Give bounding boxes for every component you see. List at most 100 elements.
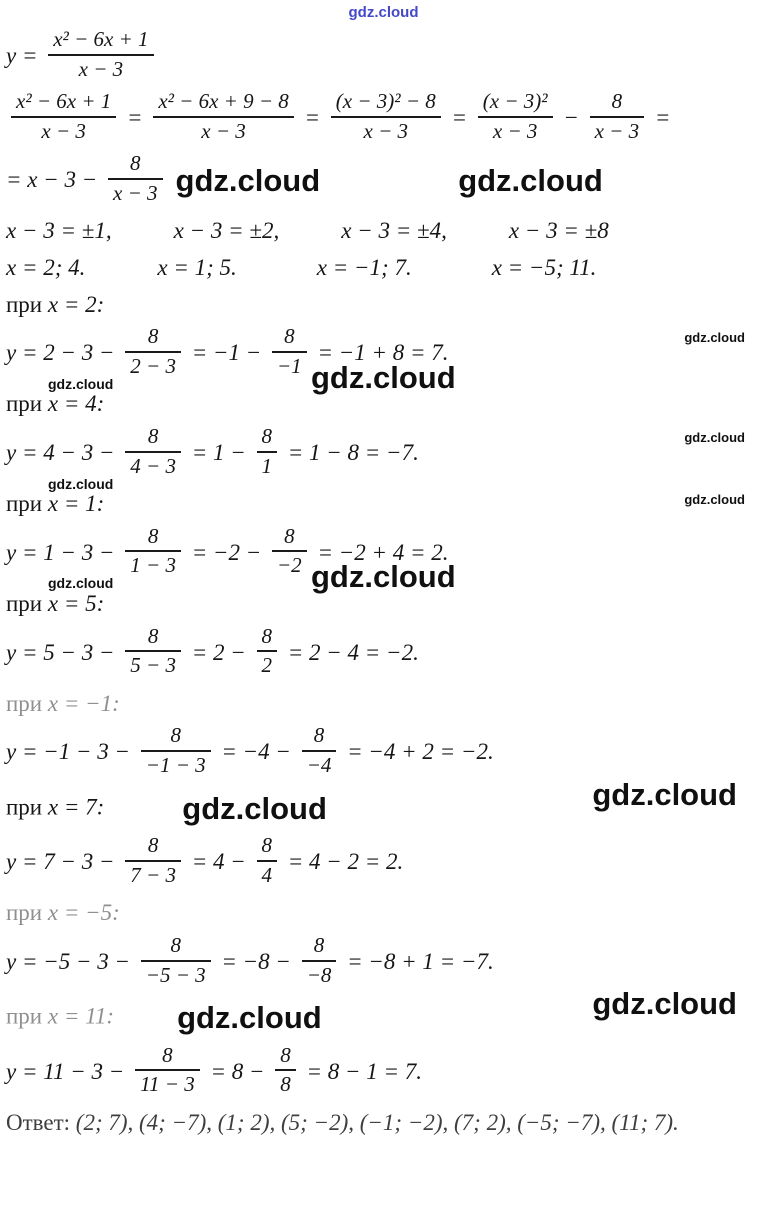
watermark: gdz.cloud [48, 475, 114, 492]
fraction-numerator: 8 [140, 724, 211, 752]
watermark: gdz.cloud [592, 986, 737, 1022]
label-text: при [6, 391, 48, 417]
fraction-denominator: −2 [277, 553, 302, 578]
math-text: = 2 − 4 = −2. [282, 639, 419, 665]
fraction-denominator: x − 3 [78, 56, 124, 81]
math-text: x − 3 = ±4, [341, 218, 447, 244]
math-text: = x − 3 − [6, 166, 104, 192]
fraction: 8−4 [301, 724, 337, 777]
fraction-denominator: −1 − 3 [145, 752, 206, 777]
fraction-denominator: 11 − 3 [140, 1072, 195, 1097]
math-text: x − 3 = ±1, [6, 218, 112, 244]
fraction-numerator: 8 [125, 425, 181, 453]
spacer [237, 274, 317, 275]
watermark: gdz.cloud [458, 163, 603, 199]
math-text: x − 3 = ±2, [173, 218, 280, 244]
fraction: 8−1 − 3 [140, 724, 211, 777]
spacer [279, 237, 341, 238]
math-text: = 4 − [185, 849, 252, 875]
watermark: gdz.cloud [311, 559, 456, 595]
math-text: x = 11: [47, 1003, 115, 1029]
fraction-numerator: x² − 6x + 1 [11, 89, 117, 118]
fraction-numerator: 8 [256, 425, 277, 453]
spacer [104, 813, 174, 814]
fraction-denominator: x − 3 [492, 118, 538, 143]
label-text: при [6, 590, 48, 616]
fraction: 8−1 [272, 325, 307, 378]
fraction-denominator: 7 − 3 [130, 862, 176, 887]
fraction-denominator: x − 3 [363, 118, 409, 143]
math-text: x = 2; 4. [6, 254, 86, 280]
fraction-numerator: 8 [125, 624, 181, 653]
math-text: x − 3 = ±8 [508, 218, 609, 244]
math-text: x = 5: [47, 590, 105, 616]
fraction-numerator: 8 [140, 933, 211, 962]
fraction-denominator: −1 [277, 353, 302, 378]
fraction-numerator: 8 [301, 724, 337, 752]
fraction-numerator: 8 [125, 325, 181, 353]
math-text: y = 7 − 3 − [6, 849, 121, 875]
math-text: x = −1: [47, 690, 120, 716]
spacer [447, 237, 509, 238]
math-text: = [649, 104, 671, 130]
watermark: gdz.cloud [48, 575, 114, 592]
watermark: gdz.cloud [311, 359, 456, 395]
math-text: x = −5: [47, 900, 120, 926]
fraction-numerator: 8 [125, 834, 181, 862]
fraction-denominator: 2 [261, 653, 273, 678]
math-text: = 1 − [185, 439, 252, 465]
math-text: = −2 − [185, 539, 268, 565]
math-line: y = −5 − 3 − 8−5 − 3 = −8 − 8−8 = −8 + 1… [6, 933, 761, 990]
math-text: x = 2: [47, 291, 105, 317]
fraction-numerator: 8 [301, 933, 337, 962]
fraction-numerator: 8 [272, 524, 307, 553]
math-text: y = 4 − 3 − [6, 439, 121, 465]
header-watermark: gdz.cloud [348, 4, 419, 21]
fraction-denominator: −5 − 3 [145, 962, 206, 987]
math-text: = 2 − [185, 639, 252, 665]
fraction-denominator: 1 − 3 [130, 553, 176, 578]
label-text: при [6, 794, 48, 820]
math-text: = −1 + 8 = 7. [311, 340, 449, 366]
spacer [412, 274, 492, 275]
text-line: при x = 4: [6, 390, 761, 419]
fraction-numerator: 8 [256, 834, 277, 862]
fraction: 8−5 − 3 [140, 933, 211, 987]
math-text: x = −1; 7. [316, 254, 412, 280]
spacer [320, 186, 450, 187]
text-line: при x = 1:gdz.cloud [6, 490, 761, 519]
watermark: gdz.cloud [684, 492, 745, 508]
math-text: y = 11 − 3 − [6, 1058, 131, 1084]
fraction-denominator: 8 [280, 1072, 291, 1097]
fraction-denominator: x − 3 [201, 118, 246, 143]
math-text: y = 1 − 3 − [6, 539, 121, 565]
math-text: = 8 − [204, 1058, 271, 1084]
fraction-numerator: x² − 6x + 9 − 8 [153, 89, 294, 118]
math-text: = −2 + 4 = 2. [311, 539, 449, 565]
math-text: = 1 − 8 = −7. [282, 439, 419, 465]
label-text: при [6, 900, 48, 926]
math-text: = 4 − 2 = 2. [282, 849, 404, 875]
fraction-denominator: x − 3 [41, 118, 86, 143]
watermark: gdz.cloud [592, 776, 737, 812]
watermark: gdz.cloud [684, 330, 745, 346]
label-text: при [6, 690, 48, 716]
spacer [85, 274, 157, 275]
math-text: y = 2 − 3 − [6, 340, 121, 366]
text-line: при x = 2: [6, 291, 761, 320]
